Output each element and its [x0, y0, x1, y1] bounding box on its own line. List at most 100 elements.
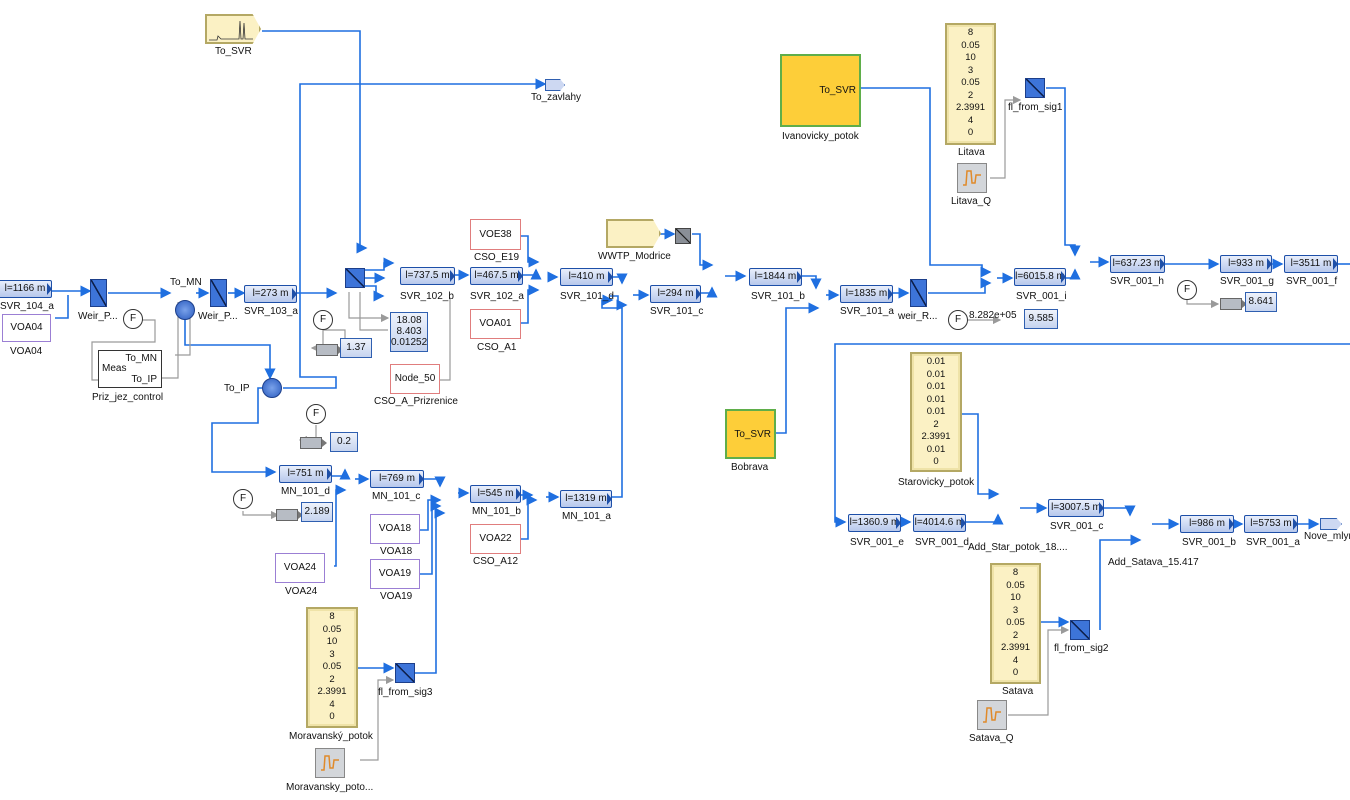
- source-label: VOA24: [285, 586, 318, 597]
- pipe-label: MN_101_b: [472, 506, 521, 517]
- param-block-starovicky[interactable]: 0.01 0.01 0.01 0.01 0.01 2 2.3991 0.01 0: [910, 352, 962, 472]
- param-value: 3: [329, 648, 335, 660]
- display-9-585: 9.585: [1024, 309, 1058, 329]
- pipe-label: MN_101_c: [372, 491, 421, 502]
- pipe-svr-001-i[interactable]: l=6015.8 m: [1014, 268, 1066, 286]
- param-value: 0.01: [926, 368, 946, 380]
- pipe-svr-001-g[interactable]: l=933 m: [1220, 255, 1272, 273]
- splitter-block[interactable]: [345, 268, 365, 288]
- port-label: To_SVR: [819, 85, 856, 96]
- pipe-svr-102-a[interactable]: l=467.5 m: [470, 267, 523, 285]
- pipe-mn-101-a[interactable]: l=1319 m: [560, 490, 612, 508]
- fl-from-sig2-block[interactable]: [1070, 620, 1090, 640]
- pipe-svr-001-h[interactable]: l=637.23 m: [1110, 255, 1165, 273]
- gain-tag[interactable]: [300, 437, 327, 449]
- waveform-icon: [983, 707, 1001, 723]
- param-value: 0: [329, 711, 335, 722]
- pipe-svr-101-a[interactable]: l=1835 m: [840, 285, 893, 303]
- pipe-label: SVR_001_h: [1110, 276, 1164, 287]
- catchment-ivanovicky[interactable]: To_SVR: [780, 54, 861, 127]
- goto-tag-to-zavlahy[interactable]: [545, 79, 565, 91]
- param-label: Starovicky_potok: [898, 477, 975, 488]
- pipe-label: SVR_001_c: [1050, 521, 1104, 532]
- source-voa24[interactable]: VOA24: [275, 553, 325, 583]
- pipe-svr-001-e[interactable]: l=1360.9 m: [848, 514, 901, 532]
- pipe-mn-101-d[interactable]: l=751 m: [279, 465, 332, 483]
- pipe-svr-001-a[interactable]: l=5753 m: [1244, 515, 1298, 533]
- weir-p2-block[interactable]: [210, 279, 227, 307]
- param-value: 0.01: [926, 393, 946, 405]
- scope-label: Litava_Q: [951, 196, 992, 207]
- flow-meter[interactable]: F: [233, 489, 253, 509]
- param-block-moravansky[interactable]: 8 0.05 10 3 0.05 2 2.3991 4 0: [306, 607, 358, 728]
- param-value: 10: [965, 52, 976, 63]
- source-voa22[interactable]: VOA22: [470, 524, 521, 554]
- pump-to-mn[interactable]: [175, 300, 195, 320]
- source-voa18[interactable]: VOA18: [370, 514, 420, 544]
- pipe-svr-101-d[interactable]: l=410 m: [560, 268, 613, 286]
- pipe-svr-001-b[interactable]: l=986 m: [1180, 515, 1234, 533]
- gain-tag[interactable]: [1220, 298, 1247, 310]
- goto-tag-nove-mlyn[interactable]: [1320, 518, 1342, 530]
- pipe-svr-101-b[interactable]: l=1844 m: [749, 268, 802, 286]
- pipe-mn-101-b[interactable]: l=545 m: [470, 485, 521, 503]
- source-voa01[interactable]: VOA01: [470, 309, 521, 339]
- pipe-label: SVR_001_i: [1016, 291, 1067, 302]
- pipe-label: SVR_101_a: [840, 306, 894, 317]
- pipe-svr-102-b[interactable]: l=737.5 m: [400, 267, 455, 285]
- weir-p1-block[interactable]: [90, 279, 107, 307]
- pipe-label: SVR_001_d: [915, 537, 969, 548]
- param-value: 0.01: [926, 406, 946, 417]
- scope-satava-q[interactable]: [977, 700, 1007, 730]
- block-label: fl_from_sig3: [378, 687, 433, 698]
- catchment-bobrava[interactable]: To_SVR: [725, 409, 776, 459]
- flow-meter[interactable]: F: [948, 310, 968, 330]
- pipe-label: SVR_001_f: [1286, 276, 1338, 287]
- param-value: 0.05: [322, 661, 342, 672]
- wwtp-gain-block[interactable]: [675, 228, 691, 244]
- pipe-label: MN_101_a: [562, 511, 611, 522]
- pipe-svr-001-f[interactable]: l=3511 m: [1284, 255, 1338, 273]
- weir-r-block[interactable]: [910, 279, 927, 307]
- param-value: 2: [1012, 629, 1019, 641]
- scope-litava-q[interactable]: [957, 163, 987, 193]
- param-block-satava[interactable]: 8 0.05 10 3 0.05 2 2.3991 4 0: [990, 563, 1041, 684]
- pipe-mn-101-c[interactable]: l=769 m: [370, 470, 424, 488]
- param-block-litava[interactable]: 8 0.05 10 3 0.05 2 2.3991 4 0: [945, 23, 996, 145]
- source-label: CSO_A1: [477, 342, 517, 353]
- fl-from-sig3-block[interactable]: [395, 663, 415, 683]
- param-value: 2: [967, 89, 974, 101]
- source-label: CSO_E19: [474, 252, 520, 263]
- flow-meter[interactable]: F: [1177, 280, 1197, 300]
- pipe-label: SVR_101_b: [751, 291, 805, 302]
- port-label: To_IP: [131, 374, 157, 385]
- pipe-svr-001-c[interactable]: l=3007.5 m: [1048, 499, 1104, 517]
- source-voa19[interactable]: VOA19: [370, 559, 420, 589]
- port-label: To_MN: [125, 353, 157, 364]
- from-tag-wwtp[interactable]: [606, 219, 661, 248]
- source-voe38[interactable]: VOE38: [470, 219, 521, 250]
- from-tag-to-svr[interactable]: [205, 14, 261, 44]
- pipe-svr-001-d[interactable]: l=4014.6 m: [913, 514, 966, 532]
- gain-tag[interactable]: [276, 509, 303, 521]
- flow-meter[interactable]: F: [123, 309, 143, 329]
- source-label: CSO_A_Prizrenice: [374, 396, 458, 407]
- flow-meter[interactable]: F: [313, 310, 333, 330]
- source-node50[interactable]: Node_50: [390, 364, 440, 394]
- pump-label: To_MN: [170, 277, 202, 288]
- param-value: 8: [967, 27, 974, 38]
- source-voa04[interactable]: VOA04: [2, 314, 51, 342]
- priz-jez-control-block[interactable]: To_MN Meas To_IP: [98, 350, 162, 388]
- scope-moravansky-q[interactable]: [315, 748, 345, 778]
- pump-to-ip[interactable]: [262, 378, 282, 398]
- gain-tag[interactable]: [316, 344, 343, 356]
- display-value: 18.08: [396, 315, 422, 326]
- display-1-37: 1.37: [340, 338, 372, 358]
- param-value: 4: [1012, 654, 1019, 666]
- fl-from-sig1-block[interactable]: [1025, 78, 1045, 98]
- flow-meter[interactable]: F: [306, 404, 326, 424]
- signal-preview-icon: [209, 20, 253, 41]
- pipe-svr-101-c[interactable]: l=294 m: [650, 285, 701, 303]
- pipe-svr-104-a[interactable]: l=1166 m: [0, 280, 52, 298]
- pipe-svr-103-a[interactable]: l=273 m: [244, 285, 297, 303]
